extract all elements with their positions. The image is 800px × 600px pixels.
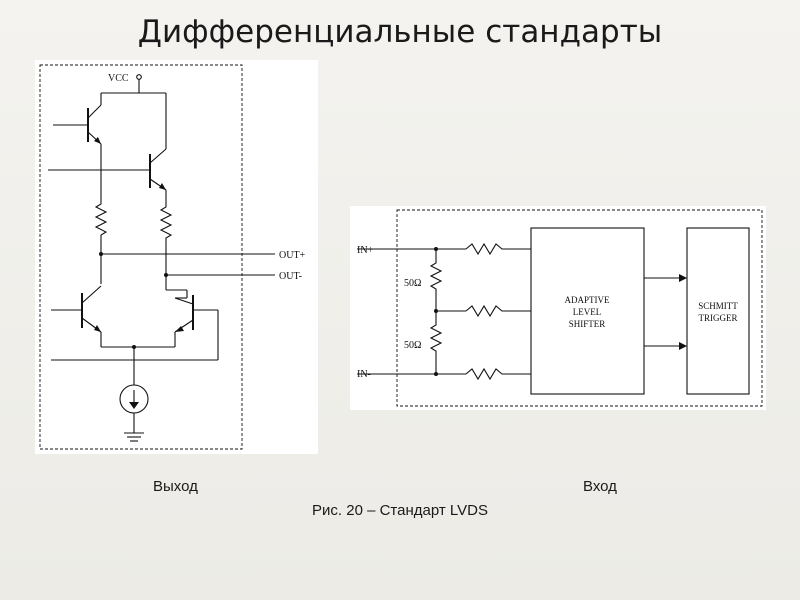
block1-line2: LEVEL bbox=[573, 307, 602, 317]
vcc-terminal bbox=[136, 74, 142, 80]
out-minus-label: OUT- bbox=[279, 271, 302, 282]
driver-schematic: VCC OUT+ OUT- bbox=[39, 64, 306, 450]
driver-schematic-panel: VCC OUT+ OUT- bbox=[35, 60, 318, 454]
resistor-r1 bbox=[94, 192, 108, 254]
transistor-q3 bbox=[81, 285, 102, 333]
block2-line1: SCHMITT bbox=[698, 301, 738, 311]
block2-line2: TRIGGER bbox=[699, 313, 738, 323]
transistor-q1 bbox=[87, 93, 102, 145]
receiver-schematic: IN+ IN- 50Ω 50Ω ADAPTIVE LEVEL SHIFTER S… bbox=[357, 209, 763, 407]
transistor-q4 bbox=[174, 295, 194, 333]
caption-input: Вход bbox=[583, 478, 617, 495]
schmitt-trigger-block bbox=[686, 227, 750, 395]
input-resistor-plus bbox=[465, 242, 531, 256]
in-plus-label: IN+ bbox=[357, 245, 374, 256]
driver-dashed-boundary bbox=[39, 64, 243, 450]
input-resistor-minus bbox=[465, 367, 531, 381]
transistor-q2 bbox=[149, 93, 167, 191]
adaptive-level-shifter-block bbox=[530, 227, 645, 395]
resistor-r2 bbox=[159, 204, 173, 275]
figure-caption: Рис. 20 – Стандарт LVDS bbox=[312, 502, 488, 519]
out-plus-label: OUT+ bbox=[279, 250, 306, 261]
termination-resistor-top bbox=[429, 249, 443, 311]
block1-line3: SHIFTER bbox=[569, 319, 606, 329]
r-bottom-label: 50Ω bbox=[404, 340, 421, 351]
ground-symbol bbox=[124, 432, 144, 442]
slide-title: Дифференциальные стандарты bbox=[137, 14, 663, 50]
input-resistor-mid bbox=[465, 304, 531, 318]
vcc-label: VCC bbox=[108, 73, 129, 84]
block1-line1: ADAPTIVE bbox=[565, 295, 610, 305]
termination-resistor-bottom bbox=[429, 311, 443, 374]
receiver-dashed-boundary bbox=[396, 209, 763, 407]
r-top-label: 50Ω bbox=[404, 278, 421, 289]
caption-output: Выход bbox=[153, 478, 198, 495]
current-source bbox=[119, 384, 149, 414]
receiver-schematic-panel: IN+ IN- 50Ω 50Ω ADAPTIVE LEVEL SHIFTER S… bbox=[350, 206, 766, 410]
